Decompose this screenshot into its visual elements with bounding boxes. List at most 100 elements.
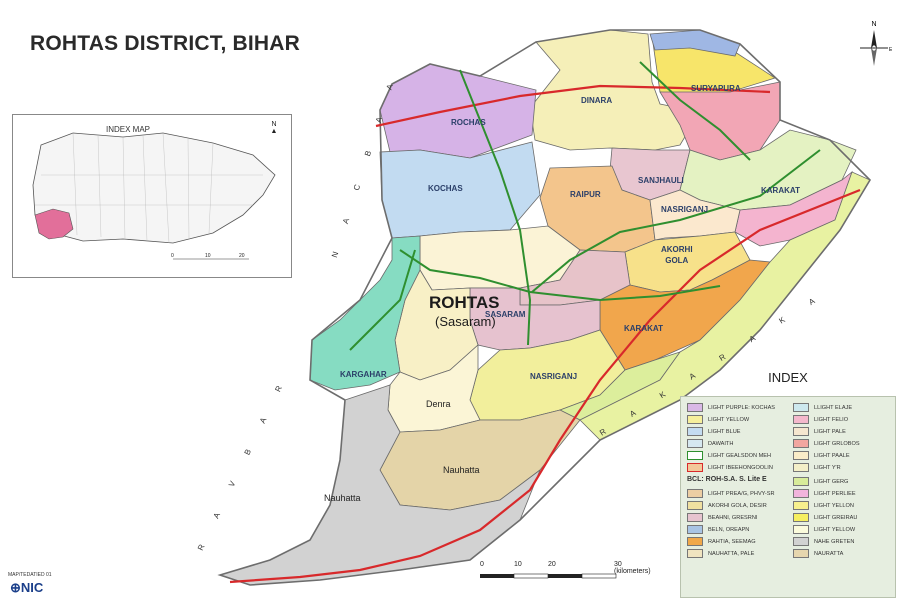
legend-label: RAHTIA, SEEMAG (708, 538, 756, 545)
legend-item: NAUHATTA, PALE (687, 549, 754, 560)
legend-label: NAUHATTA, PALE (708, 550, 755, 557)
scale-tick-20: 20 (548, 561, 556, 568)
legend-swatch (793, 439, 809, 448)
legend-swatch (793, 513, 809, 522)
legend-swatch (687, 549, 703, 558)
legend-label: LIGHT Y'R (814, 464, 841, 471)
label-sasaram: SASARAM (485, 310, 526, 319)
scale-bar: 0 10 20 30 (kilometers) (480, 561, 651, 588)
legend-label: LIGHT PERLIEE (814, 490, 856, 497)
legend-section-head: BCL: ROH-S.A. S. Lite E (687, 476, 767, 483)
legend-item: RAHTIA, SEEMAG (687, 537, 756, 548)
legend-item: LIGHT YELLON (793, 501, 854, 512)
legend-swatch (687, 415, 703, 424)
index-scale-20: 20 (239, 253, 245, 259)
legend-item: LIGHT Y'R (793, 463, 841, 474)
legend-item: LLIGHT ELAJE (793, 403, 852, 414)
legend-swatch (687, 501, 703, 510)
legend-label: NAURATTA (814, 550, 844, 557)
legend-label: LIGHT YELLON (814, 502, 854, 509)
legend-label: LIGHT GREIRAU (814, 514, 858, 521)
legend-swatch (687, 537, 703, 546)
legend-item: LIGHT FELIO (793, 415, 848, 426)
legend-swatch (793, 427, 809, 436)
north-n-label: N (871, 21, 876, 28)
nic-logo: ⊕NIC (10, 580, 43, 596)
label-nauhatta-south: Nauhatta (324, 493, 361, 503)
label-headquarter: ROHTAS (429, 293, 500, 312)
legend-label: LIGHT FELIO (814, 416, 849, 423)
legend-item: LIGHT BLUE (687, 427, 741, 438)
block-regions (218, 29, 871, 586)
legend-item: LIGHT GERG (793, 477, 848, 488)
legend-swatch (793, 537, 809, 546)
legend-label: LIGHT PAALE (814, 452, 850, 459)
scale-tick-0: 0 (480, 561, 484, 568)
legend-swatch (687, 403, 703, 412)
scale-bar-graphic (480, 573, 617, 579)
label-dinara: DINARA (581, 96, 613, 105)
label-denra: Denra (426, 399, 451, 409)
legend-swatch (687, 525, 703, 534)
index-map-north-icon: N▲ (270, 121, 278, 135)
label-akorhi-gola: AKORHI GOLA (661, 245, 693, 265)
legend-item: BELN, OREAPN (687, 525, 749, 536)
legend-label: LIGHT PALE (814, 428, 846, 435)
index-map-inset: INDEX MAP N▲ 0 10 20 (12, 114, 292, 278)
legend-swatch (793, 501, 809, 510)
legend-item: NAHE GRETEN (793, 537, 854, 548)
legend-label: LIGHT BLUE (708, 428, 741, 435)
legend-item: NAURATTA (793, 549, 843, 560)
legend-swatch (687, 439, 703, 448)
legend-label: AKORHI GOLA, DESIR (708, 502, 767, 509)
legend-title: INDEX (768, 370, 808, 385)
map-legend: INDEX LIGHT PURPLE: KOCHAS LIGHT YELLOW … (680, 370, 896, 598)
index-map-north-label: N (271, 121, 277, 128)
legend-label: NAHE GRETEN (814, 538, 855, 545)
legend-swatch (687, 451, 703, 460)
legend-swatch (793, 463, 809, 472)
railways (349, 61, 821, 351)
legend-swatch (793, 415, 809, 424)
highways (229, 84, 861, 584)
legend-swatch (793, 525, 809, 534)
label-nasriganj: NASRIGANJ (530, 372, 578, 381)
legend-item: DAWAITH (687, 439, 733, 450)
legend-swatch (687, 513, 703, 522)
legend-swatch (687, 463, 703, 472)
region-kargahar (309, 235, 421, 391)
legend-swatch (793, 451, 809, 460)
legend-item: LIGHT GRLOBOS (793, 439, 860, 450)
legend-label: LIGHT IBEEHONGOOLIN (708, 464, 773, 471)
legend-item: LIGHT PREA/G, PHVY-SR (687, 489, 775, 500)
legend-label: LIGHT GEALSDON MEH (708, 452, 771, 459)
legend-item: LIGHT IBEEHONGOOLIN (687, 463, 773, 474)
globe-icon: ⊕ (10, 580, 21, 595)
map-footnote: MAP/TEDATIED 01 (8, 572, 52, 578)
index-scale-10: 10 (205, 253, 211, 259)
index-map-title: INDEX MAP (106, 125, 151, 134)
legend-swatch (793, 477, 809, 486)
legend-swatch (793, 549, 809, 558)
legend-label: LIGHT GRLOBOS (814, 440, 860, 447)
legend-label: LIGHT YELLOW (708, 416, 750, 423)
legend-label: BEAHNI, GRESRNI (708, 514, 758, 521)
nic-logo-text: NIC (20, 580, 44, 595)
legend-swatch (793, 403, 809, 412)
label-sanjhauli: SANJHAULI (638, 176, 684, 185)
district-boundary (217, 29, 872, 586)
label-karakat-mid: KARAKAT (624, 324, 663, 333)
legend-item: LIGHT PALE (793, 427, 846, 438)
legend-item: AKORHI GOLA, DESIR (687, 501, 767, 512)
scale-tick-10: 10 (514, 561, 522, 568)
legend-label: LLIGHT ELAJE (814, 404, 853, 411)
legend-label: LIGHT YELLOW (814, 526, 856, 533)
north-e-label: E (889, 47, 892, 53)
legend-item: LIGHT YELLOW (687, 415, 749, 426)
label-suryapura: SURYAPURA (691, 84, 741, 93)
legend-item: LIGHT PERLIEE (793, 489, 856, 500)
legend-label: LIGHT GERG (814, 478, 849, 485)
north-arrow-icon: N E (860, 21, 892, 66)
legend-item: LIGHT GREIRAU (793, 513, 857, 524)
